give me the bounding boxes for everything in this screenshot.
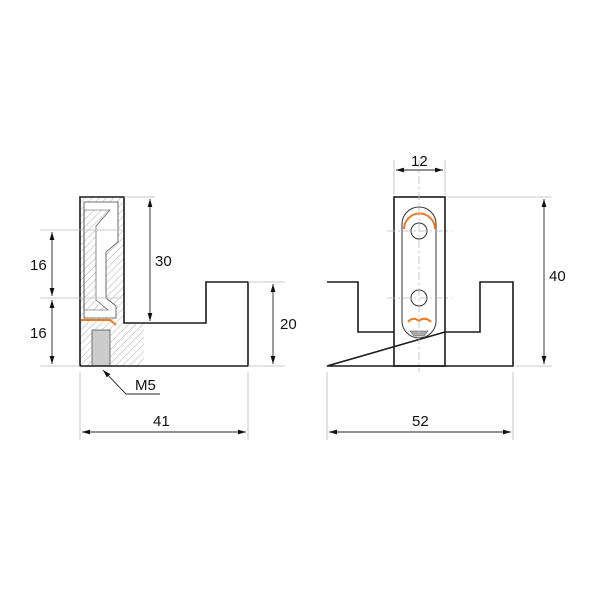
front-base-outline	[326, 281, 514, 367]
dim-20-label: 20	[280, 316, 297, 333]
dim-16-lower-label: 16	[30, 325, 47, 342]
dim-52-label: 52	[412, 413, 429, 430]
thread-label: M5	[135, 377, 156, 394]
dim-41-label: 41	[153, 413, 170, 430]
front-view: 12 40 52	[326, 153, 566, 440]
orange-spring-top	[403, 212, 436, 230]
screw-end	[409, 330, 429, 337]
dim-16-upper-label: 16	[30, 257, 47, 274]
section-hatch-base	[124, 323, 144, 366]
dim-12-label: 12	[411, 153, 428, 170]
side-view: 30 16 16 20 41 M5	[30, 196, 297, 440]
clamp-insert	[83, 209, 111, 311]
m5-leader	[102, 369, 160, 395]
front-post	[393, 196, 446, 367]
dim-40-label: 40	[549, 268, 566, 285]
m5-thread	[91, 329, 111, 367]
orange-spring	[81, 319, 117, 326]
dim-30-label: 30	[155, 253, 172, 270]
orange-spring-bottom	[407, 317, 432, 323]
side-outline	[79, 196, 249, 367]
